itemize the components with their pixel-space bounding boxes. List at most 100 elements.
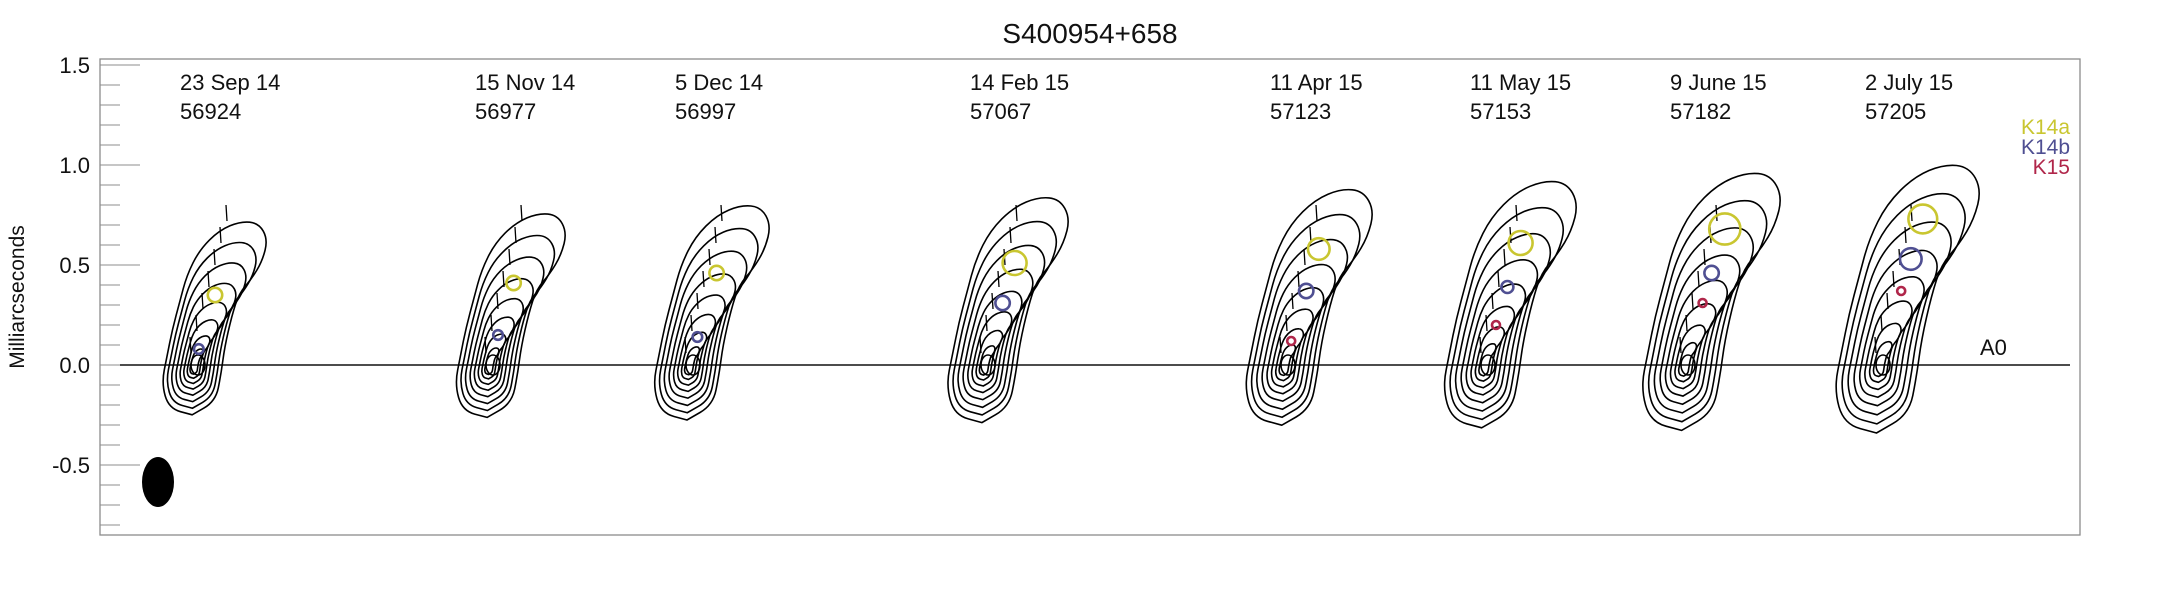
epoch-date: 11 Apr 15	[1270, 70, 1363, 95]
component-k14b	[192, 342, 205, 356]
epoch-mjd: 57153	[1470, 99, 1531, 124]
polarization-vector	[1515, 204, 1518, 222]
component-k14a	[1001, 249, 1028, 277]
contour-level	[175, 282, 237, 397]
polarization-vector	[1691, 292, 1694, 310]
contour-level	[1647, 199, 1768, 423]
contour-level	[1677, 341, 1698, 377]
contour-level	[460, 234, 556, 412]
contour-level	[1864, 300, 1913, 391]
y-tick-label: 0.0	[59, 353, 90, 378]
component-k14a	[1707, 212, 1742, 246]
polarization-vector	[207, 270, 210, 288]
component-k15	[1895, 285, 1907, 297]
component-k14b	[1703, 264, 1721, 282]
epoch-date: 2 July 15	[1865, 70, 1953, 95]
contour-level	[1674, 324, 1706, 383]
contour-level	[1449, 206, 1565, 421]
contour-level	[1454, 232, 1552, 412]
beam-ellipse	[142, 457, 174, 507]
epoch-date: 14 Feb 15	[970, 70, 1069, 95]
y-tick-label: 1.5	[59, 53, 90, 78]
core-contour	[685, 354, 701, 376]
component-k14a	[1907, 203, 1939, 235]
core-contour	[1280, 354, 1296, 376]
contour-level	[1270, 308, 1314, 388]
legend-entry: K14b	[2021, 136, 2070, 159]
polarization-vector	[1715, 204, 1718, 222]
polarization-vector	[684, 336, 687, 354]
contour-level	[663, 250, 748, 407]
contour-level	[1460, 259, 1539, 404]
contour-level	[162, 221, 267, 416]
polarization-vector	[690, 314, 693, 332]
component-k14b	[691, 330, 704, 344]
epoch-mjd: 57182	[1670, 99, 1731, 124]
polarization-vector	[1904, 226, 1907, 244]
epoch-date: 11 May 15	[1470, 70, 1571, 95]
polarization-vector	[484, 336, 487, 354]
contour-level	[957, 244, 1046, 409]
epoch-date: 15 Nov 14	[475, 70, 575, 95]
contour-level	[1653, 227, 1755, 414]
y-tick-label: 0.5	[59, 253, 90, 278]
polarization-vector	[979, 336, 982, 354]
polarization-vector	[714, 226, 717, 244]
polarization-vector	[1503, 248, 1506, 266]
polarization-vector	[708, 248, 711, 266]
polarization-vector	[1679, 336, 1682, 354]
contour-level	[658, 227, 759, 414]
polarization-vector	[1303, 248, 1306, 266]
polarization-vector	[502, 270, 505, 288]
contour-level	[672, 294, 726, 393]
polarization-vector	[1291, 292, 1294, 310]
polarization-vector	[1479, 336, 1482, 354]
component-k14b	[994, 294, 1012, 312]
component-k14b	[1500, 279, 1515, 295]
polarization-vector	[201, 292, 204, 310]
contour-level	[1465, 283, 1527, 396]
epoch-mjd: 57067	[970, 99, 1031, 124]
contour-level	[653, 205, 770, 421]
contour-level	[1835, 164, 1980, 434]
component-k15	[1697, 297, 1708, 309]
epoch-date: 9 June 15	[1670, 70, 1767, 95]
contour-level	[1245, 188, 1373, 427]
component-k14a	[1507, 229, 1534, 257]
y-axis-label: Milliarcseconds	[6, 225, 29, 369]
component-k15	[1285, 335, 1297, 347]
contour-level	[1470, 305, 1516, 389]
polarization-vector	[1491, 292, 1494, 310]
epoch-panel: 9 June 15 57182	[1642, 70, 1781, 432]
contour-level	[1261, 263, 1336, 402]
polarization-vector	[1910, 204, 1913, 222]
contour-level	[483, 347, 500, 376]
component-k14b	[1898, 246, 1923, 272]
contour-level	[473, 297, 525, 392]
epoch-mjd: 57123	[1270, 99, 1331, 124]
contour-level	[1847, 221, 1952, 416]
contour-level	[967, 290, 1023, 394]
polarization-vector	[189, 336, 192, 354]
polarization-vector	[1009, 226, 1012, 244]
epoch-mjd: 56977	[475, 99, 536, 124]
contour-level	[1659, 254, 1741, 406]
epoch-date: 23 Sep 14	[180, 70, 280, 95]
contour-level	[166, 241, 257, 410]
y-axis-ticks: 1.51.00.50.0-0.5	[52, 53, 140, 526]
legend-entry: K14a	[2021, 116, 2070, 139]
epoch-mjd: 56997	[675, 99, 736, 124]
epoch-panel: 11 Apr 15 57123	[1245, 70, 1373, 427]
contour-level	[183, 319, 219, 385]
polarization-vector	[213, 248, 216, 266]
y-tick-label: 1.0	[59, 153, 90, 178]
polarization-vector	[1697, 270, 1700, 288]
contour-level	[477, 316, 515, 386]
contour-level	[1256, 238, 1349, 411]
polarization-vector	[1497, 270, 1500, 288]
